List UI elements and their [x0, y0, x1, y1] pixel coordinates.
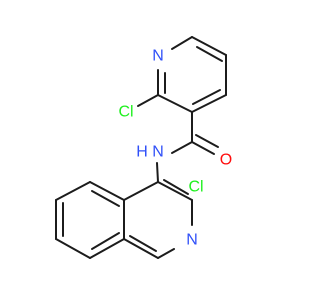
bond	[137, 94, 159, 107]
bond	[171, 141, 193, 154]
bond	[157, 248, 175, 259]
pyridine-nitrogen-label: N	[152, 48, 164, 65]
isoquinoline-chlorine-label: Cl	[188, 179, 203, 196]
bond	[195, 134, 219, 148]
bond	[55, 181, 91, 201]
bond	[191, 94, 227, 113]
bond	[91, 190, 120, 207]
bonds	[55, 36, 227, 259]
bond	[157, 94, 193, 113]
bond	[192, 89, 221, 105]
bond	[89, 238, 125, 259]
bond	[171, 36, 193, 50]
atom-labels: N Cl O N H Cl N	[118, 48, 232, 249]
bond	[89, 181, 125, 201]
bond	[55, 238, 91, 259]
bond	[196, 46, 223, 62]
carbonyl-oxygen-label: O	[220, 152, 232, 169]
bond	[157, 181, 193, 201]
pyridine-chlorine-label: Cl	[118, 104, 133, 121]
bond	[191, 36, 227, 56]
bond	[123, 238, 159, 259]
bond	[123, 181, 159, 201]
bond	[156, 162, 159, 183]
amide-hydrogen-label: H	[136, 144, 148, 161]
bond	[91, 232, 120, 250]
isoquinoline-nitrogen-label: N	[186, 232, 198, 249]
bond	[129, 235, 157, 252]
molecule-diagram: N Cl O N H Cl N	[55, 36, 232, 259]
amide-nitrogen-label: N	[152, 144, 164, 161]
bond	[163, 179, 189, 195]
bond	[191, 141, 215, 155]
